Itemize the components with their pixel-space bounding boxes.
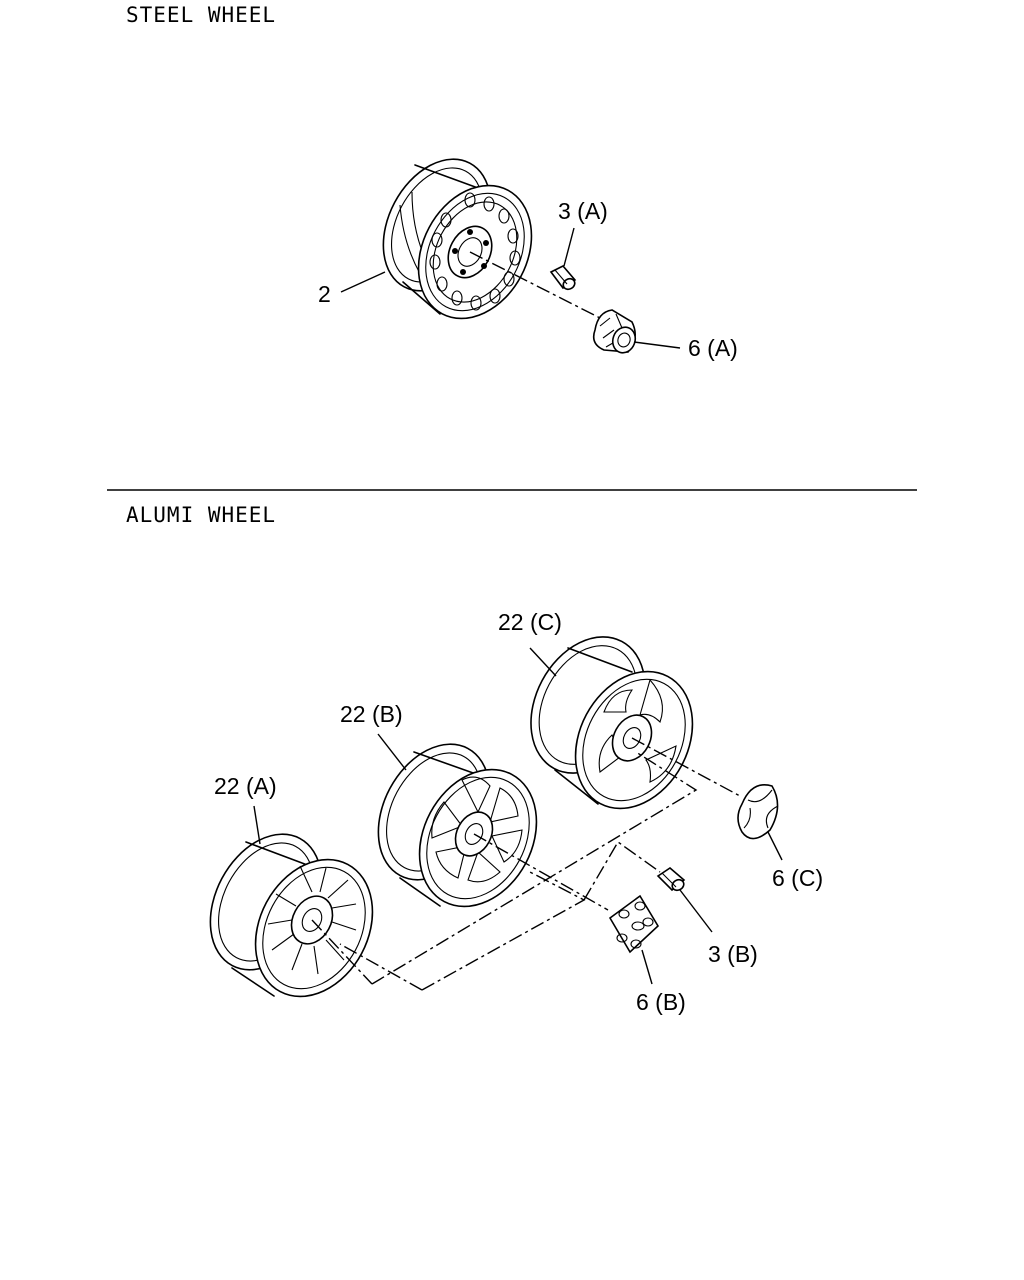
callout-steel-cap: 6 (A)	[688, 335, 738, 361]
callout-alumi-cap-c: 6 (C)	[772, 865, 823, 891]
callout-alumi-wheel-b: 22 (B)	[340, 701, 403, 727]
callout-alumi-wheel-c: 22 (C)	[498, 609, 562, 635]
assembly-axis-lines	[311, 737, 741, 991]
callout-steel-nut: 3 (A)	[558, 198, 608, 224]
callout-steel-wheel: 2	[318, 281, 331, 307]
callout-alumi-nut: 3 (B)	[708, 941, 758, 967]
alumi-wheel-center-cap-b	[608, 894, 660, 985]
alumi-wheel-nut	[656, 866, 713, 933]
callout-alumi-cap-b: 6 (B)	[636, 989, 686, 1015]
alumi-wheel-c	[529, 636, 694, 810]
callout-alumi-wheel-a: 22 (A)	[214, 773, 277, 799]
steel-wheel-nut	[549, 265, 577, 291]
alumi-wheel-center-cap-c	[737, 784, 783, 861]
steel-wheel-title: STEEL WHEEL	[126, 3, 276, 27]
alumi-wheel-b	[377, 733, 538, 908]
alumi-wheel-title: ALUMI WHEEL	[126, 503, 276, 527]
alumi-wheel-a	[209, 805, 374, 998]
steel-wheel-center-cap	[592, 309, 637, 354]
steel-wheel-illustration	[340, 158, 681, 354]
